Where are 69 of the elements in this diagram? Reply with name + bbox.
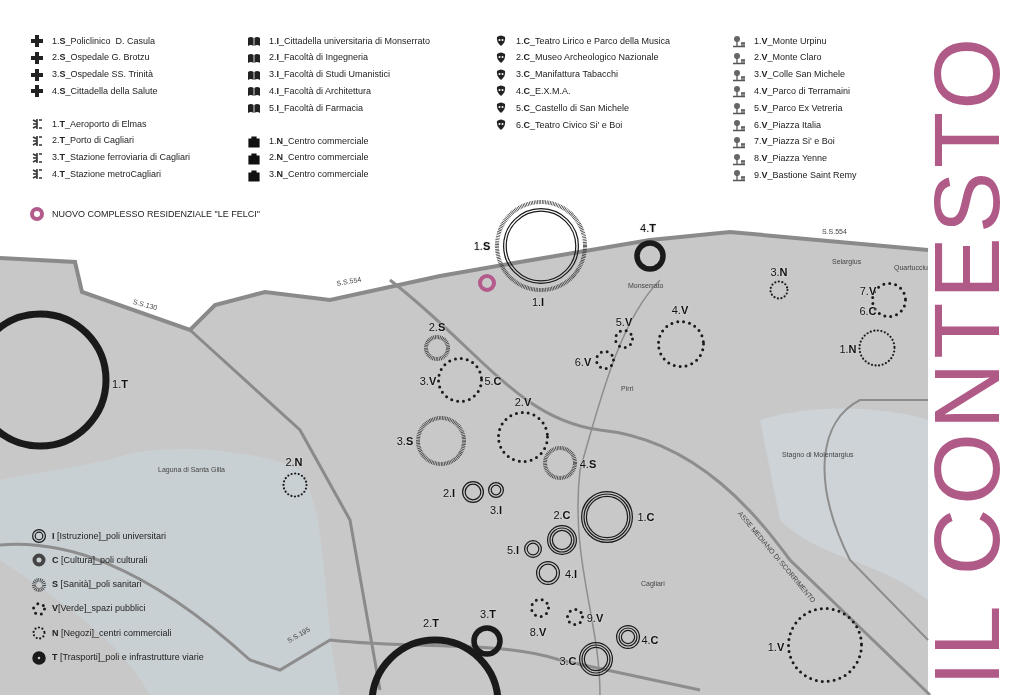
legend-text: T [Trasporti]_poli e infrastrutture viarie	[52, 652, 204, 663]
legend-text: N [Negozi]_centri commerciali	[52, 627, 172, 639]
location-code: 3.N	[770, 266, 788, 278]
legend-text: 3.I_Facoltà di Studi Umanistici	[269, 69, 391, 81]
location-code: 4.S	[579, 458, 597, 470]
legend-text: 2.S_Ospedale G. Brotzu	[52, 52, 150, 64]
legend-text: 9.V_Bastione Saint Remy	[754, 169, 857, 181]
legend-text: 2.C_Museo Archeologico Nazionale	[516, 52, 659, 64]
legend-text: NUOVO COMPLESSO RESIDENZIALE "LE FELCI"	[52, 208, 260, 220]
location-code: 7.V	[859, 285, 877, 297]
location-code: 4.C	[641, 634, 659, 646]
location-code: 3.S	[396, 435, 414, 447]
legend-text: 4.I_Facoltà di Architettura	[269, 85, 372, 97]
location-code: 3.T	[480, 608, 496, 620]
location-code: 6.C	[859, 305, 877, 317]
legend-text: 6.C_Teatro Civico Si' e Boi	[516, 119, 623, 131]
legend-text: 4.V_Parco di Terramaini	[754, 85, 850, 97]
legend-text: 3.V_Colle San Michele	[754, 69, 846, 81]
location-code: 2.T	[423, 617, 439, 629]
legend-text: S [Sanità]_poli sanitari	[52, 579, 142, 591]
location-code: 1.N	[839, 343, 857, 355]
location-code: 3.I	[489, 504, 503, 516]
legend-text: 2.N_Centro commerciale	[269, 152, 369, 164]
location-code: 2.V	[514, 396, 532, 408]
location-code: 2.N	[285, 456, 303, 468]
location-code: 1.S	[473, 240, 491, 252]
location-code: 6.V	[574, 356, 592, 368]
legend-text: C [Cultura]_poli culturali	[52, 554, 148, 566]
location-code: 8.V	[529, 626, 547, 638]
legend-text: 3.S_Ospedale SS. Trinità	[52, 69, 154, 81]
location-code: 3.C	[559, 655, 577, 667]
location-code: 1.C	[637, 511, 655, 523]
legend-text: 3.N_Centro commerciale	[269, 169, 369, 181]
location-code: 9.V	[586, 612, 604, 624]
legend-text: 3.T_Stazione ferroviaria di Cagliari	[52, 152, 191, 164]
legend-text: 5.I_Facoltà di Farmacia	[269, 102, 364, 114]
location-code: 1.V	[767, 641, 785, 653]
location-code: 1.T	[112, 378, 128, 390]
location-code: 5.V	[615, 316, 633, 328]
location-code: 4.V	[671, 304, 689, 316]
legend-text: 6.V_Piazza Italia	[754, 119, 822, 131]
location-code: 1.I	[531, 296, 545, 308]
legend-text: 3.C_Manifattura Tabacchi	[516, 69, 618, 81]
location-code: 2.I	[442, 487, 456, 499]
legend-text: 4.C_E.X.M.A.	[516, 85, 571, 97]
legend-text: I [Istruzione]_poli universitari	[52, 530, 167, 542]
location-code: 2.C	[553, 509, 571, 521]
legend-text: 5.V_Parco Ex Vetreria	[754, 102, 843, 114]
location-code: 5.C	[484, 375, 502, 387]
legend-text: 5.C_Castello di San Michele	[516, 102, 630, 114]
legend-text: 1.V_Monte Urpinu	[754, 35, 827, 47]
legend-text: 7.V_Piazza Si' e Boi	[754, 136, 835, 148]
legend-text: 4.S_Cittadella della Salute	[52, 85, 158, 97]
legend-text: 1.N_Centro commerciale	[269, 135, 369, 147]
legend-text: 4.T_Stazione metroCagliari	[52, 168, 162, 180]
location-code: 5.I	[506, 544, 520, 556]
legend-text: 2.T_Porto di Cagliari	[52, 135, 135, 147]
legend-text: V[Verde]_spazi pubblici	[52, 603, 146, 615]
legend-text: 1.I_Cittadella universitaria di Monserrato	[269, 35, 431, 47]
legend-text: 1.S_Policlinico D. Casula	[52, 35, 156, 47]
legend-text: 1.T_Aeroporto di Elmas	[52, 118, 147, 130]
location-code: 2.S	[428, 321, 446, 333]
legend-text: 8.V_Piazza Yenne	[754, 153, 828, 165]
legend-text: 2.V_Monte Claro	[754, 52, 822, 64]
location-code: 3.V	[419, 375, 437, 387]
location-code: 4.I	[564, 568, 578, 580]
legend-text: 2.I_Facoltà di Ingegneria	[269, 52, 369, 64]
legend-text: 1.C_Teatro Lirico e Parco della Musica	[516, 35, 671, 47]
location-code: 4.T	[640, 222, 656, 234]
